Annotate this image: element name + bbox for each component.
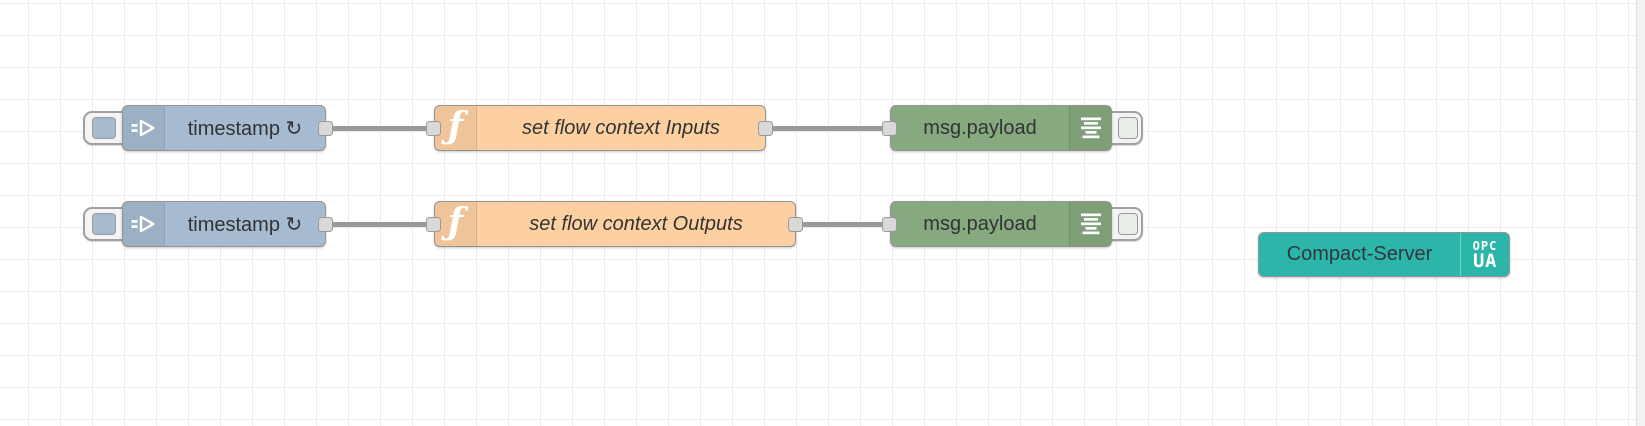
wire-function2-to-debug2[interactable] <box>796 222 890 227</box>
function-glyph: ƒ <box>447 105 464 147</box>
debug-input-port-2[interactable] <box>882 217 897 232</box>
inject-node-1[interactable]: timestamp ↻ <box>122 105 326 151</box>
debug-node-label: msg.payload <box>923 116 1037 139</box>
debug-toggle-button-1[interactable] <box>1095 111 1143 145</box>
function-input-port-1[interactable] <box>426 121 441 136</box>
debug-node-1[interactable]: msg.payload <box>890 105 1112 151</box>
function-node-2[interactable]: ƒ set flow context Outputs <box>434 201 796 247</box>
inject-arrow-icon <box>123 106 165 150</box>
debug-input-port-1[interactable] <box>882 121 897 136</box>
debug-node-2[interactable]: msg.payload <box>890 201 1112 247</box>
debug-node-label: msg.payload <box>923 212 1037 235</box>
inject-node-label: timestamp ↻ <box>187 117 303 140</box>
function-output-port-2[interactable] <box>788 217 803 232</box>
wire-inject2-to-function2[interactable] <box>326 222 436 227</box>
inject-node-label: timestamp ↻ <box>187 213 303 236</box>
function-icon: ƒ <box>435 106 477 150</box>
function-icon: ƒ <box>435 202 477 246</box>
inject-arrow-icon <box>123 202 165 246</box>
wire-inject1-to-function1[interactable] <box>326 126 436 131</box>
inject-output-port-1[interactable] <box>318 121 333 136</box>
server-node-label: Compact-Server <box>1286 243 1433 265</box>
canvas-right-edge <box>1636 0 1645 426</box>
wire-function1-to-debug1[interactable] <box>766 126 890 131</box>
debug-toggle-pad-2 <box>1118 213 1138 235</box>
inject-output-port-2[interactable] <box>318 217 333 232</box>
function-output-port-1[interactable] <box>758 121 773 136</box>
function-node-label: set flow context Inputs <box>522 116 720 139</box>
opc-ua-badge-top: OPC <box>1472 238 1498 253</box>
debug-toggle-pad-1 <box>1118 117 1138 139</box>
debug-output-icon <box>1069 202 1111 246</box>
opc-ua-badge-icon: OPC UA <box>1460 233 1509 276</box>
function-node-1[interactable]: ƒ set flow context Inputs <box>434 105 766 151</box>
inject-node-2[interactable]: timestamp ↻ <box>122 201 326 247</box>
function-input-port-2[interactable] <box>426 217 441 232</box>
opcua-compact-server-node[interactable]: Compact-Server OPC UA <box>1258 232 1510 277</box>
function-node-label: set flow context Outputs <box>529 212 743 235</box>
opc-ua-badge-bottom: UA <box>1473 249 1497 272</box>
inject-button-pad-1 <box>92 117 116 139</box>
function-glyph: ƒ <box>447 201 464 243</box>
debug-output-icon <box>1069 106 1111 150</box>
inject-button-pad-2 <box>92 213 116 235</box>
